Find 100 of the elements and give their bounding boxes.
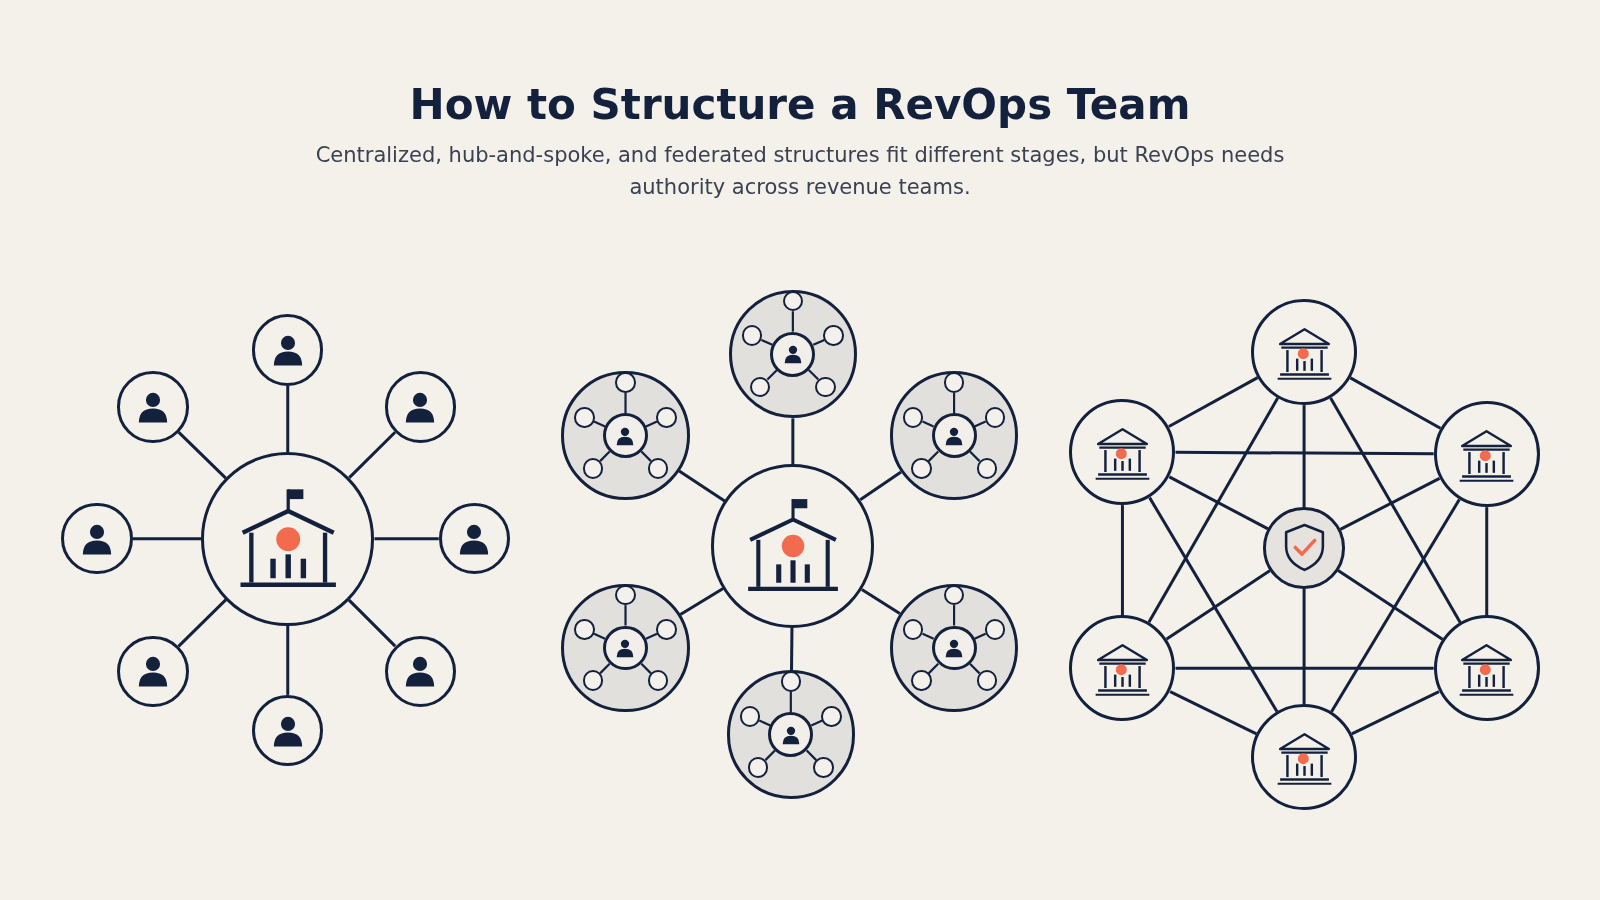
member-circle — [813, 757, 834, 778]
connector-line — [599, 450, 611, 462]
connector-line — [1351, 690, 1440, 736]
connector-line — [969, 663, 981, 675]
connector-line — [1485, 507, 1489, 616]
connector-line — [624, 392, 627, 414]
connector-line — [678, 469, 726, 503]
connector-line — [1168, 376, 1259, 428]
connector-line — [927, 450, 939, 462]
connector-line — [791, 418, 795, 465]
member-circle — [582, 458, 604, 479]
connector-line — [764, 749, 776, 761]
member-circle — [741, 325, 763, 346]
member-circle — [984, 619, 1006, 640]
connector-line — [1175, 450, 1434, 456]
connector-line — [1339, 477, 1441, 531]
connector-line — [974, 632, 987, 640]
lead-circle — [931, 413, 977, 459]
member-circle — [943, 372, 965, 393]
member-circle — [903, 619, 924, 640]
member-circle — [615, 584, 636, 606]
connector-line — [374, 537, 439, 541]
connector-line — [861, 588, 901, 615]
connector-line — [1302, 405, 1306, 508]
connector-line — [760, 338, 773, 346]
member-circle — [647, 670, 669, 691]
lead-circle — [768, 712, 814, 758]
member-circle — [976, 458, 997, 479]
member-circle — [656, 619, 677, 640]
member-circle — [647, 458, 669, 479]
connector-line — [974, 420, 987, 428]
member-circle — [911, 458, 932, 479]
member-circle — [750, 376, 771, 397]
connector-line — [1175, 666, 1434, 670]
member-circle — [739, 706, 761, 727]
connector-line — [1147, 397, 1279, 624]
member-circle — [615, 372, 636, 393]
lead-circle — [770, 331, 816, 377]
connector-line — [766, 369, 778, 381]
connector-line — [624, 605, 627, 626]
member-circle — [911, 670, 932, 691]
member-circle — [574, 619, 595, 640]
connector-line — [953, 605, 956, 626]
member-circle — [823, 325, 844, 346]
connector-line — [177, 431, 227, 480]
connector-line — [1168, 475, 1269, 531]
member-circle — [782, 290, 804, 312]
connector-line — [791, 311, 794, 332]
connector-line — [599, 663, 611, 675]
connector-line — [679, 587, 724, 616]
connector-line — [640, 450, 652, 462]
connector-line — [859, 470, 902, 502]
member-circle — [574, 407, 595, 428]
connector-line — [286, 385, 290, 453]
connector-line — [1329, 397, 1462, 624]
connector-line — [1148, 496, 1279, 713]
connector-line — [758, 719, 771, 727]
member-circle — [903, 407, 924, 428]
connector-line — [286, 625, 290, 695]
lead-circle — [603, 413, 648, 459]
title: How to Structure a RevOps Team — [409, 80, 1191, 131]
member-circle — [976, 670, 997, 691]
connector-line — [922, 420, 935, 428]
member-circle — [984, 407, 1006, 428]
connector-line — [1337, 569, 1444, 641]
connector-line — [1349, 376, 1442, 430]
connector-line — [922, 632, 935, 640]
member-circle — [815, 376, 836, 397]
member-circle — [656, 407, 677, 428]
connector-line — [805, 749, 818, 761]
connector-line — [177, 598, 227, 648]
lead-circle — [603, 625, 648, 671]
connector-line — [927, 663, 939, 675]
connector-line — [790, 627, 794, 671]
member-circle — [943, 584, 965, 606]
connector-line — [969, 450, 981, 462]
connector-line — [1330, 498, 1461, 713]
lead-circle — [931, 625, 977, 671]
connector-line — [132, 537, 201, 541]
connector-line — [810, 719, 823, 727]
connector-line — [1165, 569, 1271, 641]
member-circle — [582, 670, 604, 691]
connector-line — [953, 392, 956, 414]
connector-line — [645, 420, 658, 428]
member-circle — [747, 757, 769, 778]
connector-line — [348, 599, 397, 648]
connector-line — [812, 338, 825, 346]
connector-line — [640, 663, 652, 675]
connector-line — [1169, 690, 1258, 736]
connector-line — [593, 632, 606, 640]
connector-line — [348, 431, 397, 479]
member-circle — [821, 706, 842, 727]
connector-line — [645, 632, 658, 640]
connector-line — [1302, 588, 1306, 705]
subtitle: Centralized, hub-and-spoke, and federated structures fit different stages, but RevOps needs authority across revenue teams. — [314, 142, 1286, 201]
connector-line — [593, 420, 606, 428]
connector-line — [807, 369, 820, 381]
connector-line — [789, 691, 792, 713]
member-circle — [780, 671, 801, 692]
connector-line — [1120, 505, 1124, 616]
